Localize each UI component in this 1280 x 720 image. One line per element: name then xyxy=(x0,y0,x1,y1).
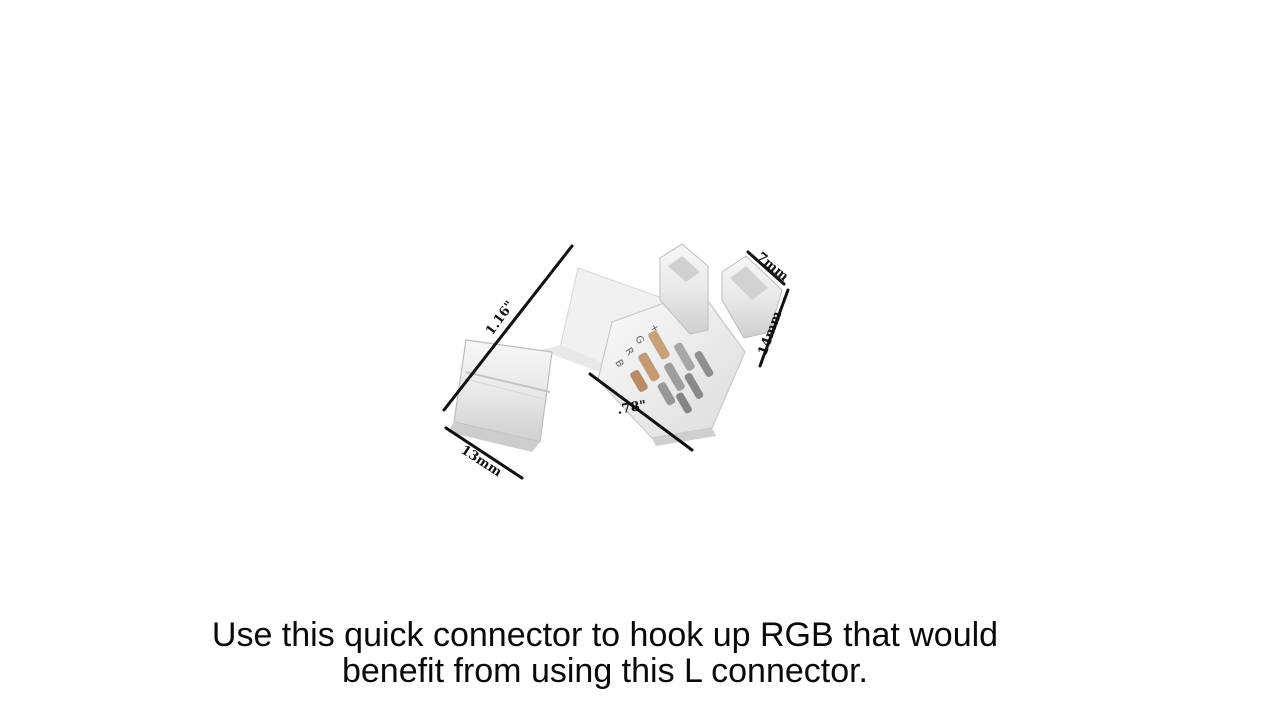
connector-tab-left xyxy=(659,243,709,335)
dimension-length-label: 1.16" xyxy=(483,298,518,338)
connector-clip-left xyxy=(448,339,553,452)
caption: Use this quick connector to hook up RGB … xyxy=(140,617,1070,689)
pin-label-r: R xyxy=(622,346,635,358)
pin-label-b: B xyxy=(612,358,625,370)
metal-contacts xyxy=(630,330,714,414)
caption-line-2: benefit from using this L connector. xyxy=(341,652,869,690)
dimension-inner-label: .78" xyxy=(616,398,648,418)
dimension-lines xyxy=(442,244,790,480)
caption-line-1: Use this quick connector to hook up RGB … xyxy=(211,616,999,654)
connector-tab-right xyxy=(721,255,783,339)
